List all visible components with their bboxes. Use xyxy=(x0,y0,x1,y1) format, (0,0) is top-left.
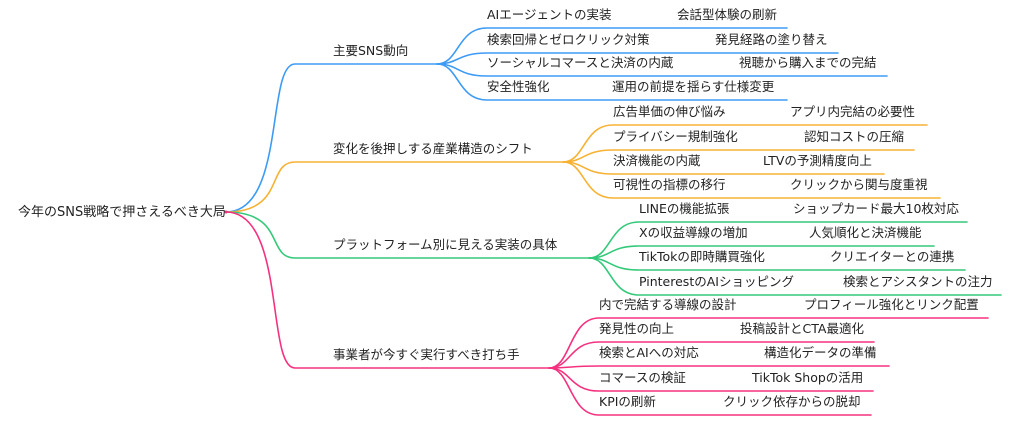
child-node-label[interactable]: 検索回帰とゼロクリック対策 xyxy=(487,32,650,47)
branch-node-label[interactable]: 変化を後押しする産業構造のシフト xyxy=(333,141,533,156)
detail-node-label[interactable]: クリエイターとの連携 xyxy=(830,249,955,264)
child-connector xyxy=(562,161,941,199)
detail-node-label[interactable]: 検索とアシスタントの注力 xyxy=(843,274,993,289)
child-connector xyxy=(588,257,966,271)
detail-node-label[interactable]: 構造化データの準備 xyxy=(764,345,877,360)
child-node-label[interactable]: KPIの刷新 xyxy=(599,394,656,409)
child-node-label[interactable]: AIエージェントの実装 xyxy=(487,7,612,22)
detail-node-label[interactable]: 人気順化と決済機能 xyxy=(809,225,922,240)
branch-node-label[interactable]: 事業者が今すぐ実行すべき打ち手 xyxy=(333,347,520,362)
child-node-label[interactable]: ソーシャルコマースと決済の内蔵 xyxy=(487,55,674,70)
root-node-label[interactable]: 今年のSNS戦略で押さえるべき大局 xyxy=(18,205,226,220)
child-node-label[interactable]: LINEの機能拡張 xyxy=(639,201,730,216)
detail-node-label[interactable]: 発見経路の塗り替え xyxy=(715,32,828,47)
detail-node-label[interactable]: アプリ内完結の必要性 xyxy=(790,104,916,119)
child-node-label[interactable]: 発見性の向上 xyxy=(599,321,675,336)
child-node-label[interactable]: 可視性の指標の移行 xyxy=(613,177,726,192)
child-node-label[interactable]: 広告単価の伸び悩み xyxy=(613,104,726,119)
detail-node-label[interactable]: ショップカード最大10枚対応 xyxy=(793,201,959,216)
branch-node-label[interactable]: プラットフォーム別に見える実装の具体 xyxy=(333,237,558,252)
branch-connector xyxy=(225,211,590,259)
child-node-label[interactable]: 検索とAIへの対応 xyxy=(599,345,699,360)
branch-connector xyxy=(225,161,564,213)
root-connector-dot xyxy=(224,210,228,214)
detail-node-label[interactable]: 運用の前提を揺らす仕様変更 xyxy=(612,79,775,94)
child-connector xyxy=(548,317,989,369)
detail-node-label[interactable]: プロフィール強化とリンク配置 xyxy=(804,297,979,312)
child-connector xyxy=(436,63,788,101)
detail-node-label[interactable]: 認知コストの圧縮 xyxy=(804,129,905,144)
child-connector xyxy=(562,149,915,163)
detail-node-label[interactable]: クリックから関与度重視 xyxy=(790,177,928,192)
child-node-label[interactable]: TikTokの即時購買強化 xyxy=(639,249,765,264)
branch-node-label[interactable]: 主要SNS動向 xyxy=(333,43,409,58)
child-connector xyxy=(436,27,788,65)
child-node-label[interactable]: 内で完結する導線の設計 xyxy=(599,297,737,312)
child-node-label[interactable]: コマースの検証 xyxy=(599,370,686,385)
child-node-label[interactable]: 安全性強化 xyxy=(487,79,550,94)
child-node-label[interactable]: Xの収益導線の増加 xyxy=(639,225,748,240)
detail-node-label[interactable]: TikTok Shopの活用 xyxy=(752,370,864,385)
child-connector xyxy=(588,245,935,259)
detail-node-label[interactable]: 会話型体験の刷新 xyxy=(677,7,778,22)
branch-connector xyxy=(225,63,438,213)
child-node-label[interactable]: 決済機能の内蔵 xyxy=(613,153,701,168)
child-connector xyxy=(588,257,1002,296)
child-connector xyxy=(548,341,875,369)
branch-connector xyxy=(225,211,550,369)
detail-node-label[interactable]: クリック依存からの脱却 xyxy=(723,394,861,409)
child-node-label[interactable]: PinterestのAIショッピング xyxy=(639,274,794,289)
child-connector xyxy=(548,365,890,369)
detail-node-label[interactable]: LTVの予測精度向上 xyxy=(763,153,872,168)
child-connector xyxy=(588,221,968,259)
detail-node-label[interactable]: 投稿設計とCTA最適化 xyxy=(740,321,864,336)
child-node-label[interactable]: プライバシー規制強化 xyxy=(613,129,738,144)
child-connector xyxy=(562,124,928,163)
detail-node-label[interactable]: 視聴から購入までの完結 xyxy=(739,55,877,70)
child-connector xyxy=(548,367,872,416)
